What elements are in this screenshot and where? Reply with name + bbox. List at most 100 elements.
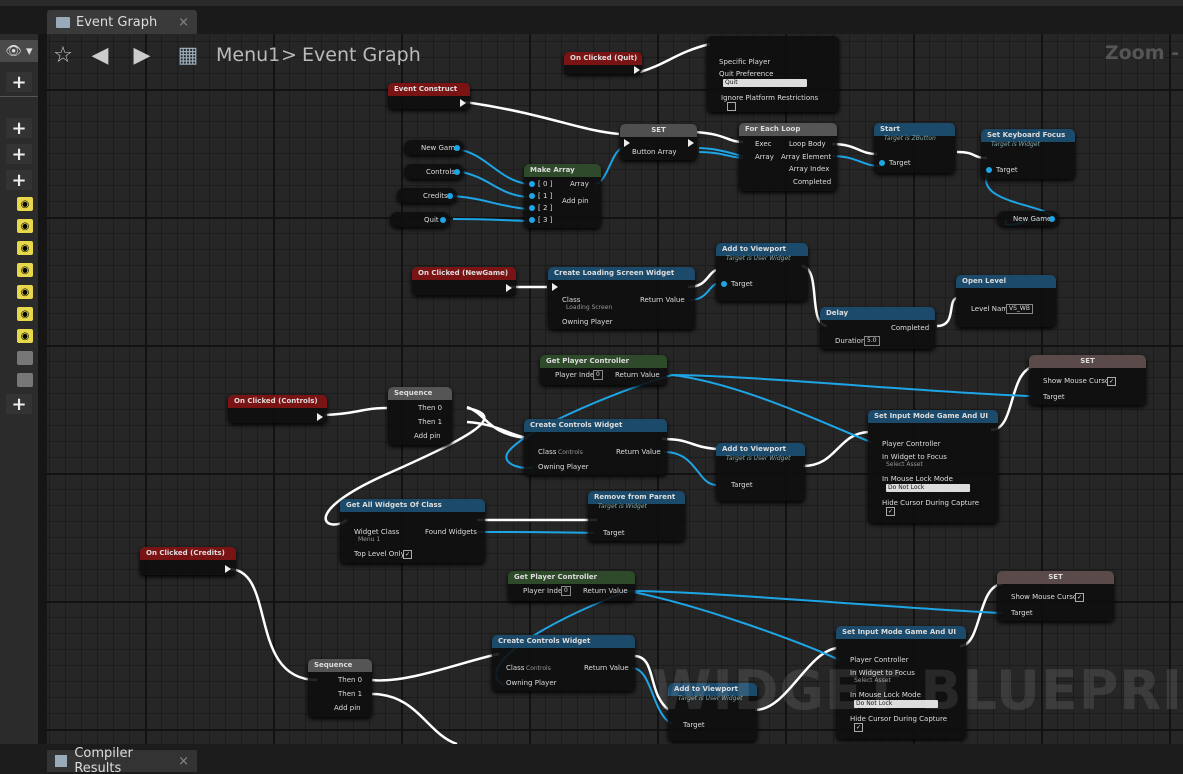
- data-pin[interactable]: [529, 205, 535, 211]
- add-pin-label[interactable]: Add pin: [562, 197, 589, 205]
- var-new-game[interactable]: New Game: [404, 140, 464, 155]
- mouse-lock-dropdown[interactable]: Do Not Lock: [854, 700, 938, 708]
- exec-out-pin[interactable]: [688, 139, 694, 147]
- node-add-to-viewport-2[interactable]: Add to Viewport Target is User Widget Ta…: [716, 443, 805, 501]
- node-for-each-loop[interactable]: For Each Loop Exec Array Loop Body Array…: [739, 123, 837, 191]
- node-set-show-mouse-2[interactable]: SET Show Mouse Cursor ✓ Target: [997, 571, 1114, 621]
- class-value[interactable]: Controls: [558, 449, 583, 456]
- data-pin[interactable]: [529, 193, 535, 199]
- node-get-player-controller-1[interactable]: Get Player Controller Player Index 0 Ret…: [540, 355, 667, 385]
- mouse-lock-dropdown[interactable]: Do Not Lock: [886, 484, 970, 492]
- select-asset[interactable]: Select Asset: [886, 461, 923, 468]
- add-variable-button[interactable]: +: [6, 170, 32, 191]
- exec-in-pin[interactable]: [552, 283, 558, 291]
- data-pin[interactable]: [529, 217, 535, 223]
- variable-visibility-eye-icon[interactable]: ◉: [17, 241, 33, 255]
- data-pin[interactable]: [529, 181, 535, 187]
- exec-out-pin[interactable]: [460, 99, 466, 107]
- node-add-to-viewport-1[interactable]: Add to Viewport Target is User Widget Ta…: [716, 243, 808, 301]
- node-delay[interactable]: Delay Completed Duration 5.0: [820, 307, 935, 349]
- data-pin[interactable]: [879, 160, 885, 166]
- add-pin-label[interactable]: Add pin: [414, 432, 441, 440]
- node-open-level[interactable]: Open Level Level Name VS_WB: [956, 275, 1056, 327]
- node-on-clicked-quit[interactable]: On Clicked (Quit): [564, 52, 642, 74]
- top-level-checkbox[interactable]: ✓: [403, 550, 412, 559]
- node-quit-game[interactable]: Specific Player Quit Preference Quit Ign…: [707, 36, 839, 112]
- data-pin[interactable]: [454, 145, 460, 151]
- class-value[interactable]: Controls: [526, 665, 551, 672]
- duration-input[interactable]: 5.0: [864, 336, 880, 346]
- node-make-array[interactable]: Make Array [ 0 ] [ 1 ] [ 2 ] [ 3 ] Array…: [524, 164, 601, 228]
- node-remove-from-parent[interactable]: Remove from Parent Target is Widget Targ…: [588, 491, 685, 541]
- node-set-button-array[interactable]: SET Button Array: [620, 124, 697, 160]
- hide-cursor-checkbox[interactable]: ✓: [854, 723, 863, 732]
- player-index-input[interactable]: 0: [561, 586, 571, 596]
- exec-out-pin[interactable]: [225, 565, 231, 573]
- node-set-input-mode-1[interactable]: Set Input Mode Game And UI Player Contro…: [868, 410, 998, 523]
- event-graph-canvas[interactable]: ☆ ◀ ▶ ▦ Menu1 > Event Graph Zoom - On Cl…: [47, 34, 1183, 744]
- favorite-star-icon[interactable]: ☆: [53, 42, 73, 68]
- node-event-construct[interactable]: Event Construct: [388, 83, 470, 109]
- node-get-player-controller-2[interactable]: Get Player Controller Player Index 0 Ret…: [508, 571, 635, 601]
- node-start[interactable]: Start Target is ZButton Target: [874, 123, 955, 173]
- var-new-game-2[interactable]: New Game: [997, 211, 1059, 226]
- class-value[interactable]: Menu 1: [358, 536, 381, 543]
- variable-visibility-closed-icon[interactable]: [17, 373, 33, 387]
- data-pin[interactable]: [447, 193, 453, 199]
- show-mouse-checkbox[interactable]: ✓: [1107, 377, 1116, 386]
- show-mouse-checkbox[interactable]: ✓: [1075, 593, 1084, 602]
- exec-in-pin[interactable]: [624, 139, 630, 147]
- variable-visibility-eye-icon[interactable]: ◉: [17, 197, 33, 211]
- visibility-dropdown[interactable]: 👁 ▾: [0, 40, 38, 62]
- exec-out-pin[interactable]: [634, 66, 640, 74]
- node-on-clicked-controls[interactable]: On Clicked (Controls): [228, 395, 327, 423]
- back-arrow-icon[interactable]: ◀: [91, 42, 109, 68]
- add-graph-button[interactable]: +: [6, 72, 32, 93]
- node-on-clicked-credits[interactable]: On Clicked (Credits): [140, 547, 236, 575]
- data-pin[interactable]: [986, 167, 992, 173]
- quit-preference-dropdown[interactable]: Quit: [723, 79, 807, 87]
- add-pin-label[interactable]: Add pin: [334, 704, 361, 712]
- select-asset[interactable]: Select Asset: [854, 677, 891, 684]
- node-create-loading-screen-widget[interactable]: Create Loading Screen Widget Class Loadi…: [548, 267, 695, 329]
- variable-visibility-eye-icon[interactable]: ◉: [17, 285, 33, 299]
- add-dispatcher-button[interactable]: +: [6, 394, 32, 415]
- variable-visibility-eye-icon[interactable]: ◉: [17, 219, 33, 233]
- add-function-button[interactable]: +: [6, 118, 32, 139]
- data-pin[interactable]: [440, 217, 446, 223]
- node-create-controls-widget-2[interactable]: Create Controls Widget Class Controls Re…: [492, 635, 635, 691]
- ignore-platform-checkbox[interactable]: [727, 102, 736, 111]
- node-set-input-mode-2[interactable]: Set Input Mode Game And UI Player Contro…: [836, 626, 966, 739]
- node-sequence-2[interactable]: Sequence Then 0 Then 1 Add pin: [308, 659, 372, 717]
- node-sequence-1[interactable]: Sequence Then 0 Then 1 Add pin: [388, 387, 452, 445]
- tab-compiler-results[interactable]: Compiler Results ×: [47, 746, 197, 774]
- variable-visibility-closed-icon[interactable]: [17, 351, 33, 365]
- variable-visibility-eye-icon[interactable]: ◉: [17, 263, 33, 277]
- exec-out-pin[interactable]: [317, 413, 323, 421]
- node-set-show-mouse-1[interactable]: SET Show Mouse Cursor ✓ Target: [1029, 355, 1146, 405]
- tab-event-graph[interactable]: Event Graph ×: [47, 10, 197, 34]
- class-value[interactable]: Loading Screen: [566, 304, 613, 311]
- variable-visibility-eye-icon[interactable]: ◉: [17, 307, 33, 321]
- node-set-keyboard-focus[interactable]: Set Keyboard Focus Target is Widget Targ…: [981, 129, 1075, 179]
- node-create-controls-widget-1[interactable]: Create Controls Widget Class Controls Re…: [524, 419, 667, 475]
- data-pin[interactable]: [1049, 216, 1055, 222]
- var-quit[interactable]: Quit: [390, 212, 450, 227]
- var-credits[interactable]: Credits: [397, 188, 457, 203]
- data-pin[interactable]: [454, 169, 460, 175]
- add-macro-button[interactable]: +: [6, 144, 32, 165]
- forward-arrow-icon[interactable]: ▶: [133, 42, 151, 68]
- breadcrumb-root[interactable]: Menu1: [216, 44, 281, 66]
- node-on-clicked-newgame[interactable]: On Clicked (NewGame): [412, 267, 516, 295]
- node-add-to-viewport-3[interactable]: Add to Viewport Target is User Widget Ta…: [668, 683, 757, 741]
- level-name-input[interactable]: VS_WB: [1006, 304, 1033, 314]
- close-icon[interactable]: ×: [178, 753, 189, 769]
- var-controls[interactable]: Controls: [404, 164, 464, 179]
- node-get-all-widgets[interactable]: Get All Widgets Of Class Widget Class Me…: [340, 499, 485, 563]
- variable-visibility-eye-icon[interactable]: ◉: [17, 329, 33, 343]
- data-pin[interactable]: [721, 281, 727, 287]
- close-icon[interactable]: ×: [178, 14, 189, 30]
- exec-out-pin[interactable]: [506, 284, 512, 292]
- hide-cursor-checkbox[interactable]: ✓: [886, 507, 895, 516]
- player-index-input[interactable]: 0: [593, 370, 603, 380]
